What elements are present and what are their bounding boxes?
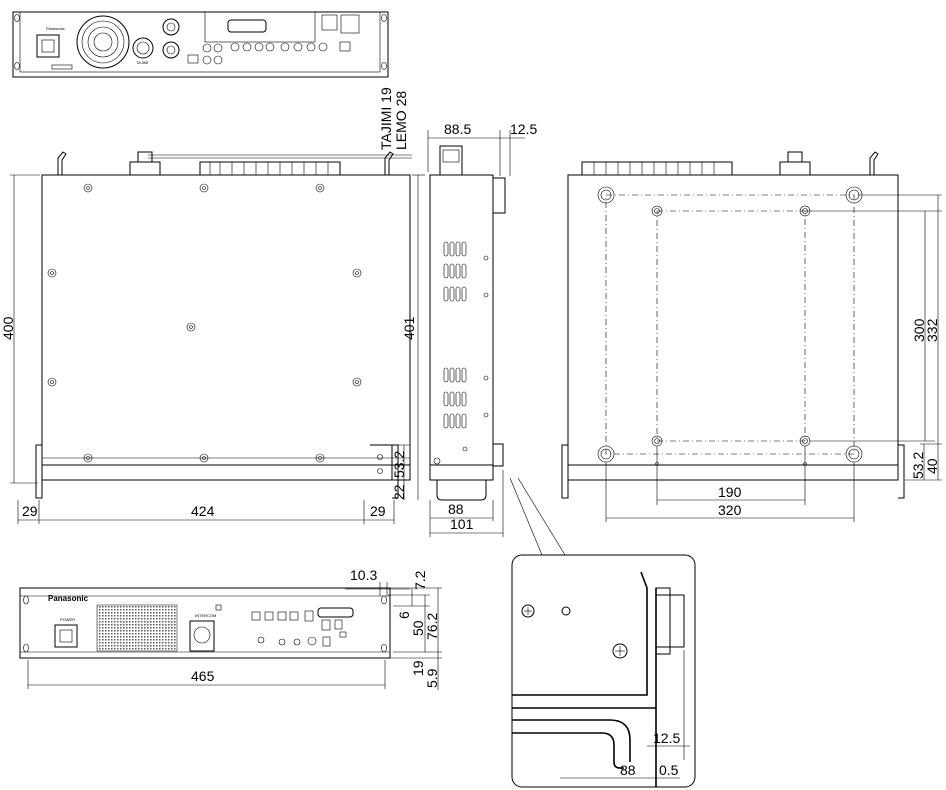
dim-width-424: 424: [191, 503, 215, 519]
dim-bottom-320: 320: [718, 502, 742, 518]
front-power-label: POWER: [60, 617, 75, 622]
dim-front-7-2: 7.2: [412, 570, 428, 590]
rear-tajimi-label: TAJIMI: [136, 60, 148, 65]
dim-detail-0-5: 0.5: [659, 762, 679, 778]
dim-detail-88: 88: [620, 762, 636, 778]
dim-front-6: 6: [396, 611, 412, 619]
dim-bracket-22: 22: [391, 484, 407, 500]
front-panel-view: Panasonic POWER INTERCOM: [19, 587, 391, 659]
dim-bottom-332: 332: [924, 318, 940, 342]
detail-view: [511, 554, 696, 788]
dim-depth-400: 400: [0, 316, 16, 340]
dim-width-29-right: 29: [370, 503, 386, 519]
dim-side-88: 88: [448, 501, 464, 517]
dim-bottom-53-2: 53.2: [910, 452, 926, 479]
dim-bottom-40: 40: [924, 458, 940, 474]
rear-bnc-row: [202, 41, 351, 65]
dim-detail-12-5: 12.5: [653, 730, 680, 746]
dim-front-5-9: 5.9: [424, 668, 440, 688]
dim-side-101: 101: [450, 516, 474, 532]
rear-panel-view: Panasonic TAJIMI: [12, 11, 389, 78]
dim-side-88-5: 88.5: [444, 121, 471, 137]
side-view: [429, 145, 506, 501]
dim-bottom-190: 190: [718, 484, 742, 500]
front-intercom-label: INTERCOM: [195, 613, 216, 618]
dim-front-50: 50: [410, 620, 426, 636]
lemo-label: LEMO 28: [393, 91, 409, 150]
rear-brand-label: Panasonic: [46, 26, 65, 31]
front-brand: Panasonic: [48, 594, 89, 603]
dim-bracket-53-2-left: 53.2: [391, 451, 407, 478]
dim-width-29-left: 29: [22, 503, 38, 519]
dim-front-10-3: 10.3: [350, 567, 377, 583]
dim-front-465: 465: [191, 668, 215, 684]
top-view: [35, 151, 411, 499]
dim-front-76-2: 76.2: [424, 613, 440, 640]
dim-bottom-300: 300: [911, 318, 927, 342]
tajimi-label: TAJIMI 19: [378, 87, 394, 150]
dim-front-19: 19: [410, 660, 426, 676]
dim-depth-401: 401: [401, 316, 417, 340]
bottom-view: [561, 151, 905, 499]
dim-side-12-5: 12.5: [510, 121, 537, 137]
